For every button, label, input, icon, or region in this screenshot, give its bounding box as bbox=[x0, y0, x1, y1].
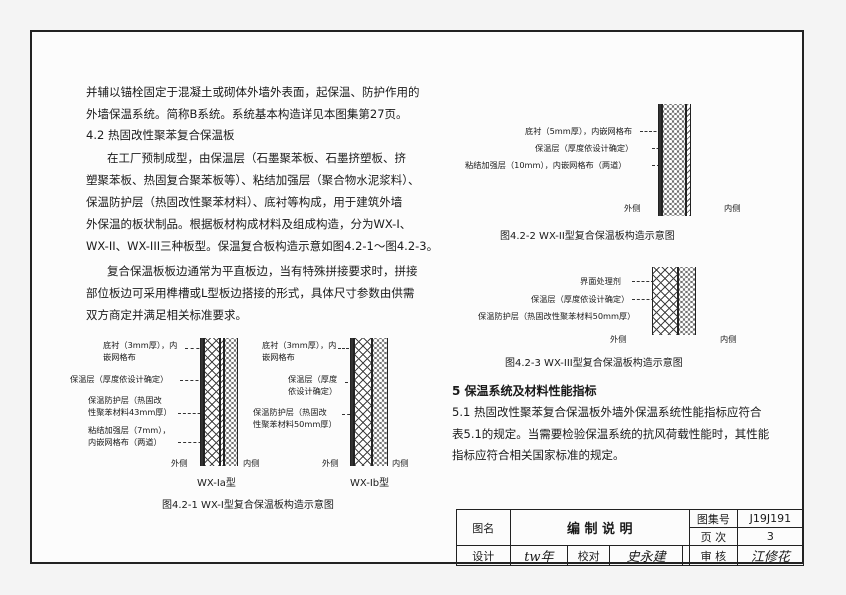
fig2-caption: 图4.2-2 WX-II型复合保温板构造示意图 bbox=[500, 231, 675, 242]
fig1b-outside: 外侧 bbox=[322, 458, 339, 468]
fig1b-label-protect: 保温防护层（热固改 bbox=[253, 407, 327, 417]
fig3-label-insulation: 保温层（厚度依设计确定） bbox=[531, 294, 630, 304]
fig2-label-bond: 粘结加强层（10mm），内嵌网格布（两道） bbox=[465, 160, 627, 170]
page-value: 3 bbox=[736, 527, 805, 546]
fig1b-label-protect-2: 性聚苯材料50mm厚） bbox=[253, 419, 337, 429]
fig2-backing-layer bbox=[658, 104, 662, 216]
fig1a-label-protect: 保温防护层（热固改 bbox=[88, 395, 162, 405]
para-1-line-2: 外墙保温系统。简称B系统。系统基本构造详见本图集第27页。 bbox=[86, 107, 408, 121]
check-label: 校对 bbox=[567, 545, 611, 566]
design-label: 设计 bbox=[456, 545, 511, 566]
check-signature: 史永建 bbox=[609, 545, 684, 566]
fig1b-type: WX-Ib型 bbox=[350, 478, 390, 489]
fig1a-type: WX-Ia型 bbox=[197, 478, 236, 489]
design-signature: tw年 bbox=[509, 545, 569, 566]
fig1a-label-protect-2: 性聚苯材料43mm厚） bbox=[88, 407, 172, 417]
fig3-inside: 内侧 bbox=[720, 334, 737, 344]
fig1b-backing-layer bbox=[350, 338, 354, 466]
fig1-caption: 图4.2-1 WX-I型复合保温板构造示意图 bbox=[162, 500, 334, 511]
title-name-label: 图名 bbox=[456, 509, 511, 546]
para-4-line-2: 表5.1的规定。当需要检验保温系统的抗风荷载性能时，其性能 bbox=[452, 427, 770, 441]
fig1a-label-backing: 底衬（3mm厚），内 bbox=[103, 340, 178, 350]
section-4-2-heading: 4.2 热固改性聚苯复合保温板 bbox=[86, 128, 235, 142]
para-3-line-1: 复合保温板板边通常为平直板边，当有特殊拼接要求时，拼接 bbox=[107, 264, 418, 278]
para-3-line-2: 部位板边可采用榫槽或L型板边搭接的形式，具体尺寸参数由供需 bbox=[86, 286, 415, 300]
section-5-heading: 5 保温系统及材料性能指标 bbox=[452, 384, 597, 398]
review-signature: 江修花 bbox=[736, 545, 805, 566]
fig1a-label-bond: 粘结加强层（7mm）， bbox=[88, 425, 171, 435]
fig1a-insulation-layer bbox=[204, 338, 220, 466]
fig3-protect-layer bbox=[678, 267, 696, 335]
para-3-line-3: 双方商定并满足相关标准要求。 bbox=[86, 308, 247, 322]
fig1a-label-backing-2: 嵌网格布 bbox=[103, 352, 136, 362]
para-2-line-4: 外保温的板状制品。根据板材构成材料及组成构造，分为WX-I、 bbox=[86, 217, 412, 231]
fig3-caption: 图4.2-3 WX-III型复合保温板构造示意图 bbox=[505, 358, 683, 369]
fig1a-label-insulation: 保温层（厚度依设计确定） bbox=[70, 374, 169, 384]
fig1a-label-bond-2: 内嵌网格布（两道） bbox=[88, 437, 162, 447]
para-4-line-3: 指标应符合相关国家标准的规定。 bbox=[452, 448, 625, 462]
atlas-label: 图集号 bbox=[688, 509, 738, 528]
para-2-line-1: 在工厂预制成型，由保温层（石墨聚苯板、石墨挤塑板、挤 bbox=[107, 151, 406, 165]
fig1a-bond-layer bbox=[220, 338, 224, 466]
atlas-value: J19J191 bbox=[736, 509, 805, 528]
fig1b-label-insulation: 保温层（厚度 bbox=[288, 374, 338, 384]
review-label: 审 核 bbox=[688, 545, 738, 566]
fig1a-inside: 内侧 bbox=[243, 458, 260, 468]
fig3-outside: 外侧 bbox=[610, 334, 627, 344]
para-1-line-1: 并辅以锚栓固定于混凝土或砌体外墙外表面，起保温、防护作用的 bbox=[86, 85, 420, 99]
fig2-label-backing: 底衬（5mm厚），内嵌网格布 bbox=[525, 126, 633, 136]
fig1a-backing-layer bbox=[200, 338, 204, 466]
fig3-label-protect: 保温防护层（热固改性聚苯材料50mm厚） bbox=[478, 311, 636, 321]
title-name-value: 编 制 说 明 bbox=[509, 509, 690, 546]
para-2-line-5: WX-II、WX-III三种板型。保温复合板构造示意如图4.2-1～图4.2-3… bbox=[86, 239, 439, 253]
fig2-label-insulation: 保温层（厚度依设计确定） bbox=[535, 143, 634, 153]
fig1b-protect-layer bbox=[372, 338, 388, 466]
para-4-line-1: 5.1 热固改性聚苯复合保温板外墙外保温系统性能指标应符合 bbox=[452, 405, 762, 419]
fig1a-protect-layer bbox=[224, 338, 238, 466]
fig3-insulation-layer bbox=[652, 267, 678, 335]
fig1b-insulation-layer bbox=[354, 338, 372, 466]
fig2-insulation-layer bbox=[662, 104, 686, 216]
fig2-inside: 内侧 bbox=[724, 203, 741, 213]
fig2-outside: 外侧 bbox=[624, 203, 641, 213]
fig1b-label-backing: 底衬（3mm厚），内 bbox=[262, 340, 337, 350]
fig3-label-interface: 界面处理剂 bbox=[580, 276, 621, 286]
fig2-bond-layer bbox=[686, 104, 691, 216]
title-block: 图名 编 制 说 明 图集号 J19J191 页 次 3 设计 tw年 校对 史… bbox=[456, 509, 805, 566]
page-label: 页 次 bbox=[688, 527, 738, 546]
fig1b-inside: 内侧 bbox=[392, 458, 409, 468]
fig1b-label-insulation-2: 依设计确定） bbox=[288, 386, 338, 396]
para-2-line-2: 塑聚苯板、热固复合聚苯板等）、粘结加强层（聚合物水泥浆料）、 bbox=[86, 173, 420, 187]
fig1b-label-backing-2: 嵌网格布 bbox=[262, 352, 295, 362]
fig1a-outside: 外侧 bbox=[171, 458, 188, 468]
para-2-line-3: 保温防护层（热固改性聚苯材料）、底衬等构成，用于建筑外墙 bbox=[86, 195, 403, 209]
